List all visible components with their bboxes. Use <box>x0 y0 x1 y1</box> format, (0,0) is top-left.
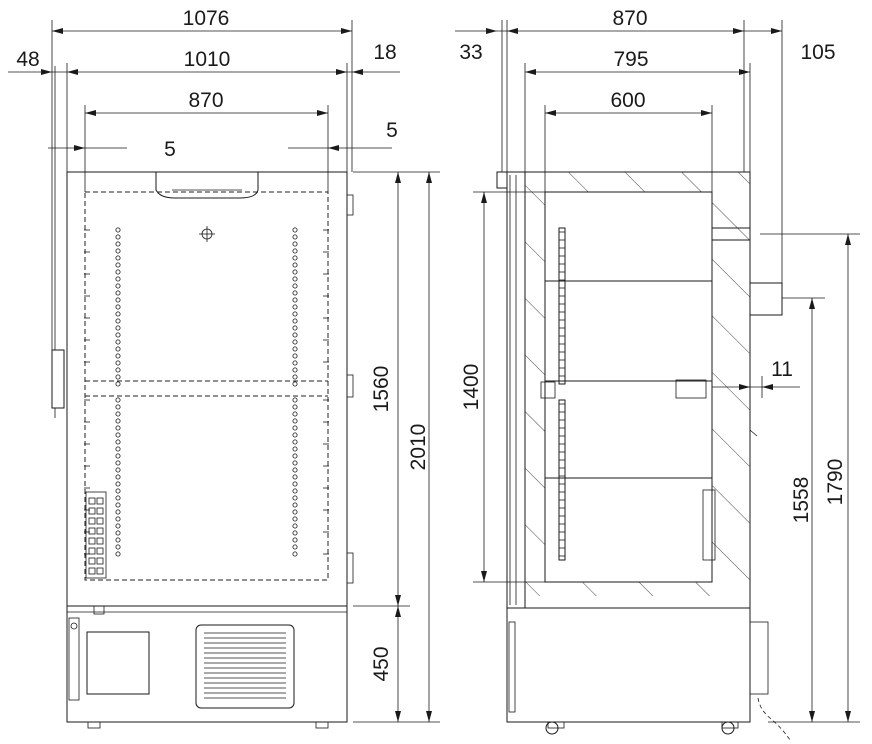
dim-left-gap: 5 <box>164 138 176 161</box>
interior-space <box>544 191 713 583</box>
inner-compartment <box>84 191 329 581</box>
hinge <box>346 374 354 398</box>
insulation <box>525 172 750 596</box>
rail <box>558 227 566 385</box>
latch <box>540 381 556 399</box>
dim-inner-width: 870 <box>188 89 223 112</box>
hinge <box>346 194 354 216</box>
control-panel <box>85 491 107 579</box>
side-base <box>506 607 751 723</box>
dim-inner-depth: 600 <box>610 89 645 112</box>
dim-right-gap: 5 <box>386 119 398 142</box>
power-cable <box>757 697 791 741</box>
side-dimensions: 870 33 105 795 600 1400 11 <box>455 7 860 723</box>
dim-left-offset: 48 <box>16 48 39 71</box>
dim-handle-offset: 33 <box>459 41 482 64</box>
door-latch <box>51 349 65 409</box>
dim-rear-offset: 105 <box>800 41 835 64</box>
dim-overall-width: 1076 <box>183 7 230 30</box>
electrical-box <box>86 631 150 695</box>
dim-port-height-lower: 1558 <box>790 477 813 524</box>
port <box>711 227 751 241</box>
control-panel <box>675 379 707 399</box>
dim-cabinet-width: 1010 <box>184 48 231 71</box>
front-view <box>51 66 354 729</box>
dim-inner-height: 1560 <box>370 366 393 413</box>
shelf-rails <box>84 227 329 557</box>
rail <box>558 399 566 561</box>
dim-port-height-upper: 1790 <box>824 459 847 506</box>
hinge <box>346 552 354 584</box>
side-view <box>496 20 791 741</box>
exhaust-port <box>749 282 783 316</box>
dim-total-height: 2010 <box>407 424 430 471</box>
dim-side-inner-height: 1400 <box>460 364 483 411</box>
front-dimensions: 1076 1010 48 18 870 5 5 <box>8 7 440 723</box>
dim-cabinet-depth: 795 <box>613 48 648 71</box>
door-handle <box>155 172 259 199</box>
dim-right-offset: 18 <box>373 41 396 64</box>
dim-overall-depth: 870 <box>612 7 647 30</box>
ventilation-grille <box>195 624 295 709</box>
front-base <box>66 605 348 723</box>
dim-rear-gap: 11 <box>771 358 793 381</box>
dim-base-height: 450 <box>370 646 393 681</box>
